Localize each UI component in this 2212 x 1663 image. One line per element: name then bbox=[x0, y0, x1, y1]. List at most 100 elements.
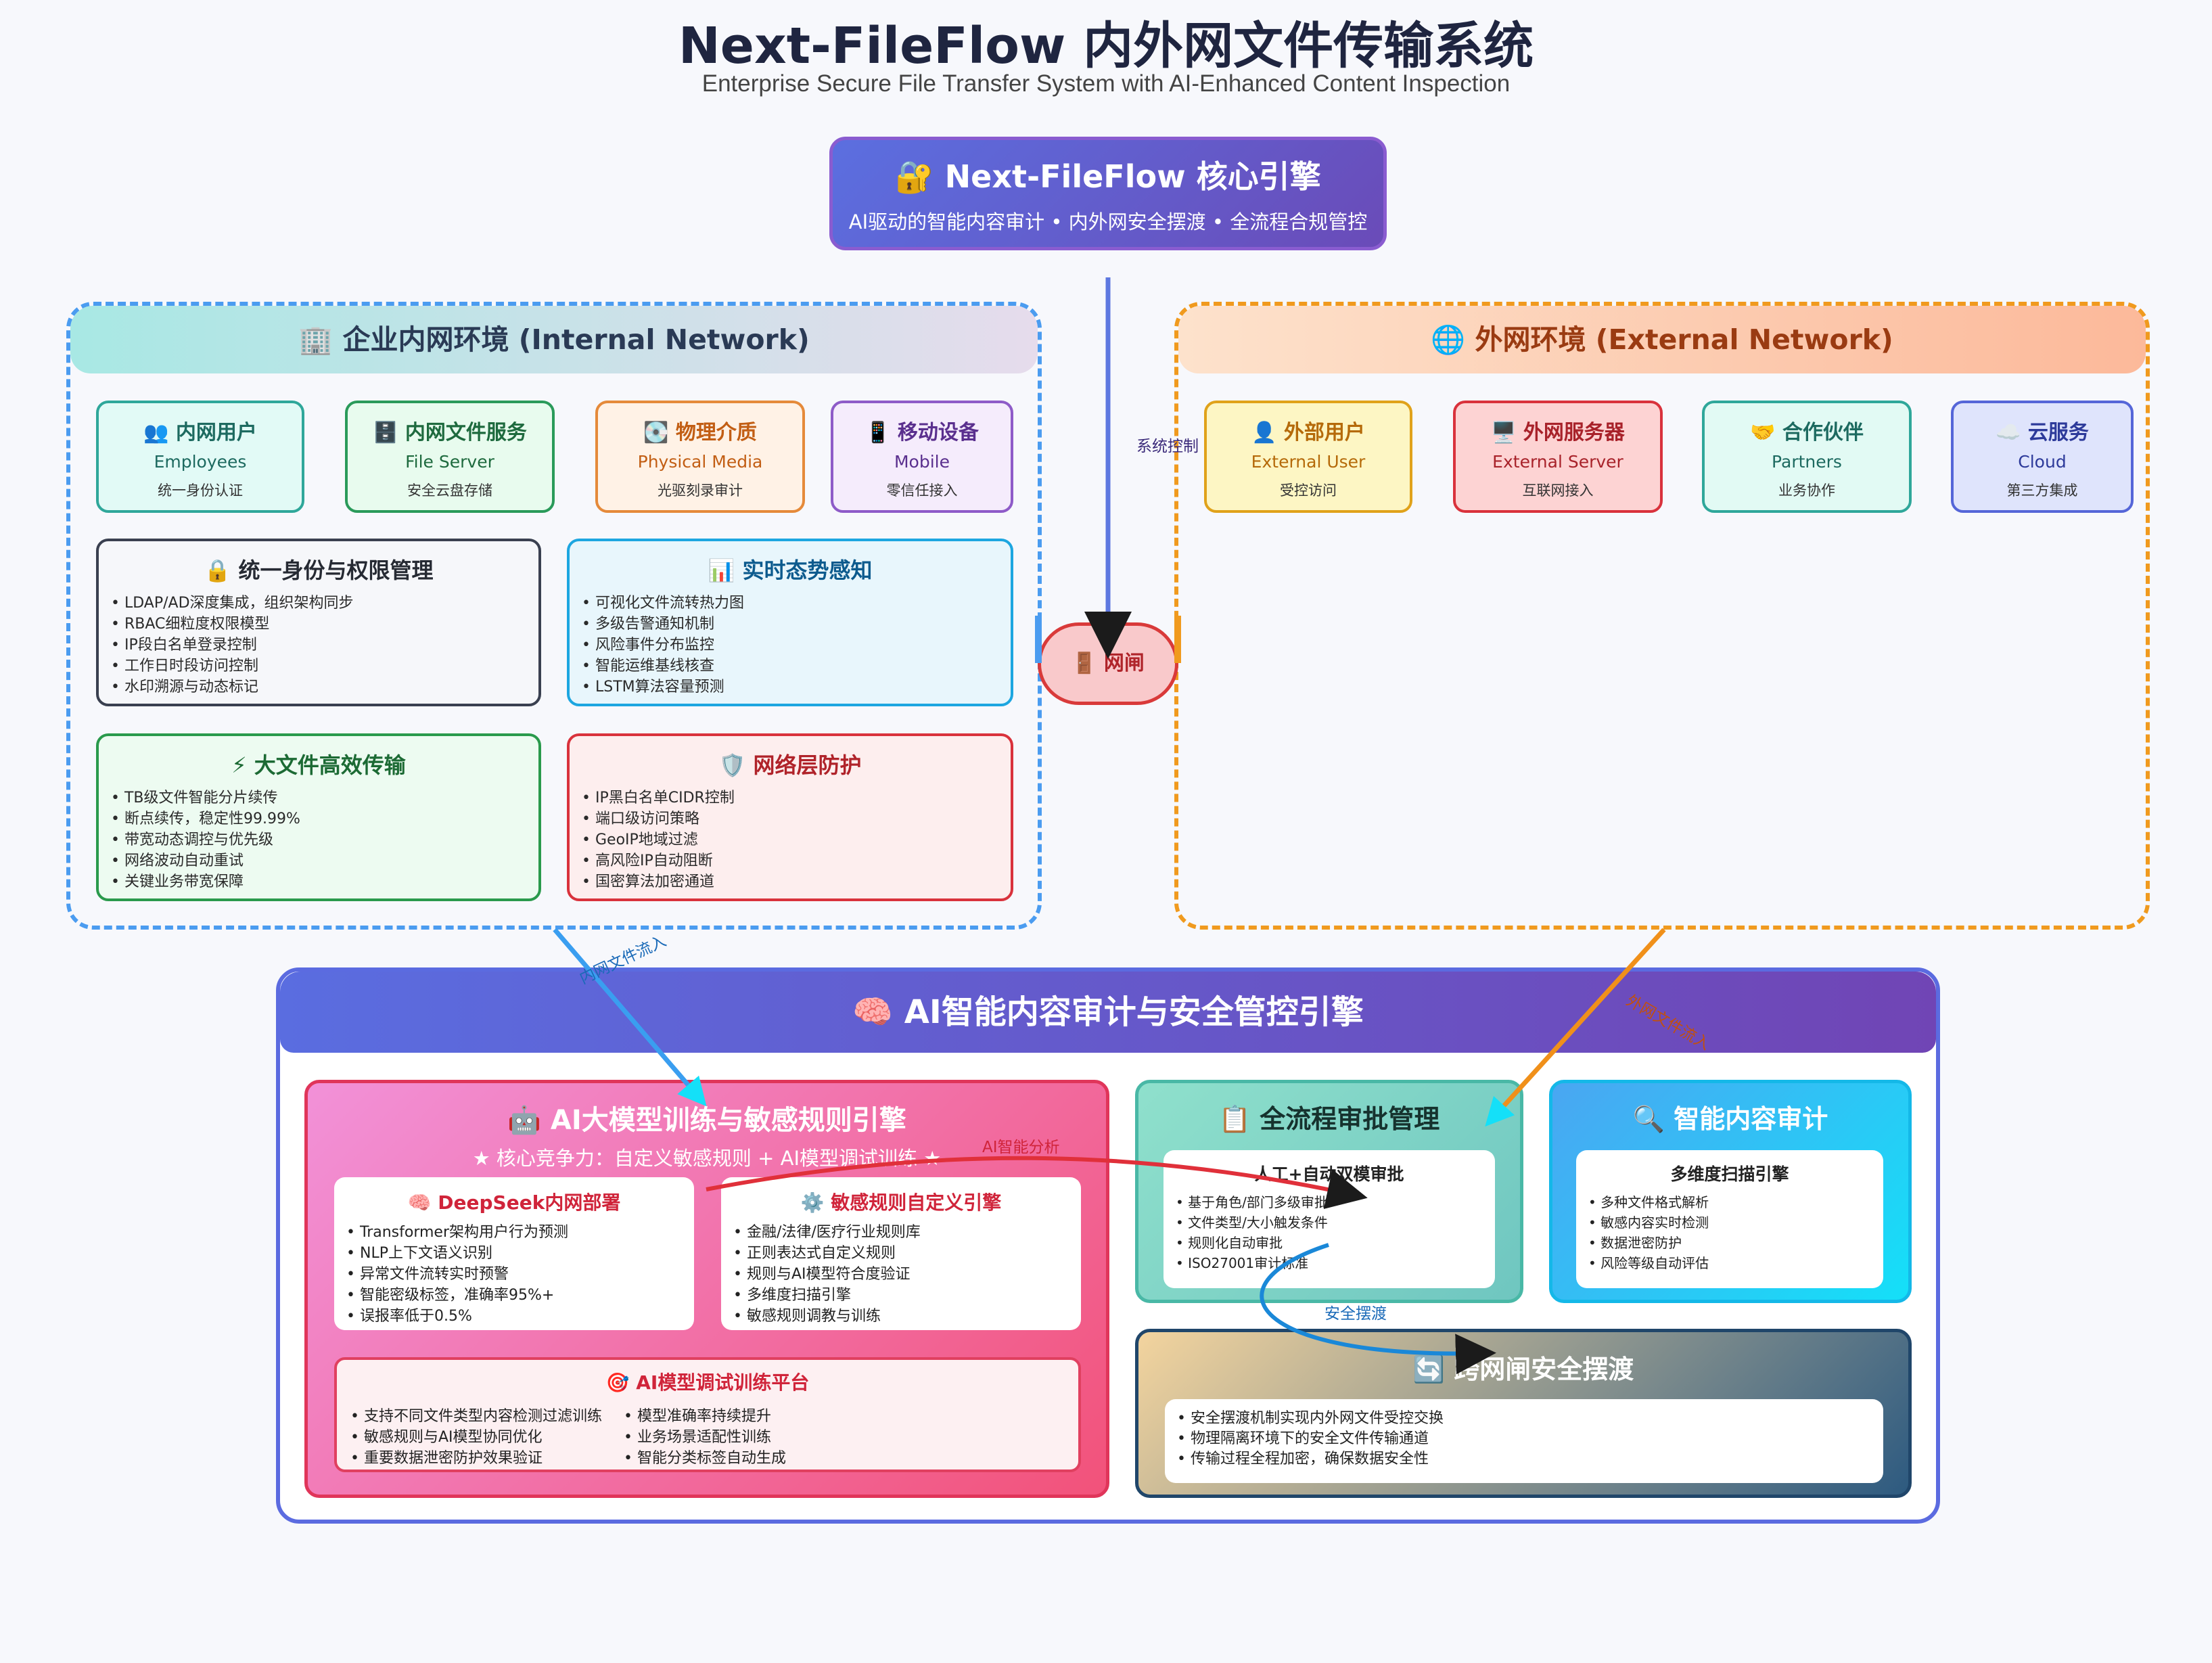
page-title: Next-FileFlow 内外网文件传输系统 bbox=[678, 17, 1534, 75]
node-en: Cloud bbox=[2018, 452, 2067, 472]
model-title: 🤖 AI大模型训练与敏感规则引擎 bbox=[507, 1105, 906, 1136]
list-item: 文件类型/大小触发条件 bbox=[1176, 1212, 1495, 1233]
list-item: 规则化自动审批 bbox=[1176, 1233, 1495, 1253]
list-item: 国密算法加密通道 bbox=[582, 871, 1011, 892]
card-list: Transformer架构用户行为预测 NLP上下文语义识别 异常文件流转实时预… bbox=[334, 1222, 694, 1327]
node-external-server[interactable]: 🖥️ 外网服务器 External Server 互联网接入 bbox=[1453, 401, 1663, 513]
list-item: 传输过程全程加密，确保数据安全性 bbox=[1177, 1449, 1883, 1470]
list-item: 多种文件格式解析 bbox=[1588, 1192, 1883, 1212]
node-desc: 受控访问 bbox=[1280, 482, 1337, 499]
internal-flow-arrow bbox=[553, 928, 707, 1107]
card-title: ⚙️ 敏感规则自定义引擎 bbox=[800, 1191, 1002, 1214]
list-item: NLP上下文语义识别 bbox=[346, 1243, 694, 1264]
list-item: 多级告警通知机制 bbox=[582, 614, 1011, 635]
audit-inner-card[interactable]: 多维度扫描引擎 多种文件格式解析 敏感内容实时检测 数据泄密防护 风险等级自动评… bbox=[1576, 1150, 1883, 1288]
list-item: 风险事件分布监控 bbox=[582, 635, 1011, 656]
list-item: 支持不同文件类型内容检测过滤训练 bbox=[350, 1406, 602, 1427]
audit-title: 🔍 智能内容审计 bbox=[1632, 1104, 1828, 1134]
node-title: 👤 外部用户 bbox=[1251, 421, 1365, 445]
external-network-title: 🌐 外网环境 (External Network) bbox=[1178, 306, 2146, 373]
list-item: 多维度扫描引擎 bbox=[733, 1285, 1081, 1306]
card-large-file-transfer[interactable]: ⚡ 大文件高效传输 TB级文件智能分片续传 断点续传，稳定性99.99% 带宽动… bbox=[96, 733, 541, 901]
card-list: 可视化文件流转热力图 多级告警通知机制 风险事件分布监控 智能运维基线核查 LS… bbox=[570, 593, 1011, 698]
ai-analysis-arrow bbox=[706, 1156, 1368, 1210]
list-item: 断点续传，稳定性99.99% bbox=[111, 808, 538, 829]
list-item: 智能密级标签，准确率95%+ bbox=[346, 1285, 694, 1306]
list-item: 高风险IP自动阻断 bbox=[582, 850, 1011, 871]
node-desc: 业务协作 bbox=[1778, 482, 1835, 499]
node-desc: 零信任接入 bbox=[886, 482, 958, 499]
node-desc: 安全云盘存储 bbox=[407, 482, 492, 499]
external-flow-arrow bbox=[1485, 928, 1666, 1127]
node-title: ☁️ 云服务 bbox=[1996, 421, 2089, 445]
node-en: File Server bbox=[405, 452, 494, 472]
card-list: 多种文件格式解析 敏感内容实时检测 数据泄密防护 风险等级自动评估 bbox=[1576, 1192, 1883, 1273]
card-title: 🔒 统一身份与权限管理 bbox=[204, 557, 434, 583]
list-item: 重要数据泄密防护效果验证 bbox=[350, 1448, 602, 1469]
node-title: 👥 内网用户 bbox=[143, 421, 257, 445]
node-en: Partners bbox=[1772, 452, 1842, 472]
card-list: IP黑白名单CIDR控制 端口级访问策略 GeoIP地域过滤 高风险IP自动阻断… bbox=[570, 788, 1011, 892]
list-item: 规则与AI模型符合度验证 bbox=[733, 1264, 1081, 1285]
card-list: 安全摆渡机制实现内外网文件受控交换 物理隔离环境下的安全文件传输通道 传输过程全… bbox=[1165, 1409, 1883, 1470]
gate-right-port bbox=[1174, 616, 1181, 663]
core-engine-subtitle: AI驱动的智能内容审计 • 内外网安全摆渡 • 全流程合规管控 bbox=[848, 210, 1368, 233]
list-item: 带宽动态调控与优先级 bbox=[111, 829, 538, 850]
internal-network-title: 🏢 企业内网环境 (Internal Network) bbox=[70, 306, 1038, 373]
node-partners[interactable]: 🤝 合作伙伴 Partners 业务协作 bbox=[1702, 401, 1912, 513]
gate-left-port bbox=[1035, 616, 1042, 663]
node-desc: 光驱刻录审计 bbox=[658, 482, 743, 499]
core-engine-title: 🔐 Next-FileFlow 核心引擎 bbox=[895, 158, 1321, 195]
node-mobile[interactable]: 📱 移动设备 Mobile 零信任接入 bbox=[831, 401, 1013, 513]
card-situation-awareness[interactable]: 📊 实时态势感知 可视化文件流转热力图 多级告警通知机制 风险事件分布监控 智能… bbox=[567, 539, 1013, 706]
list-item: 智能分类标签自动生成 bbox=[624, 1448, 786, 1469]
card-title: 🛡️ 网络层防护 bbox=[718, 752, 862, 778]
page-subtitle: Enterprise Secure File Transfer System w… bbox=[701, 70, 1511, 97]
approval-title: 📋 全流程审批管理 bbox=[1218, 1104, 1440, 1134]
node-physical-media[interactable]: 💽 物理介质 Physical Media 光驱刻录审计 bbox=[595, 401, 805, 513]
node-title: 📱 移动设备 bbox=[865, 421, 979, 445]
deepseek-card[interactable]: 🧠 DeepSeek内网部署 Transformer架构用户行为预测 NLP上下… bbox=[334, 1177, 694, 1330]
node-employees[interactable]: 👥 内网用户 Employees 统一身份认证 bbox=[96, 401, 304, 513]
list-item: 物理隔离环境下的安全文件传输通道 bbox=[1177, 1429, 1883, 1449]
node-external-user[interactable]: 👤 外部用户 External User 受控访问 bbox=[1204, 401, 1412, 513]
list-item: 网络波动自动重试 bbox=[111, 850, 538, 871]
node-title: 🤝 合作伙伴 bbox=[1750, 421, 1864, 445]
ferry-title: 🔄 跨网闸安全摆渡 bbox=[1412, 1354, 1634, 1384]
ai-analysis-label: AI智能分析 bbox=[982, 1139, 1060, 1156]
node-title: 🗄️ 内网文件服务 bbox=[373, 421, 527, 445]
card-network-protection[interactable]: 🛡️ 网络层防护 IP黑白名单CIDR控制 端口级访问策略 GeoIP地域过滤 … bbox=[567, 733, 1013, 901]
core-engine-box[interactable]: 🔐 Next-FileFlow 核心引擎 AI驱动的智能内容审计 • 内外网安全… bbox=[829, 137, 1387, 250]
card-title: 📊 实时态势感知 bbox=[708, 557, 873, 583]
sensitive-rules-card[interactable]: ⚙️ 敏感规则自定义引擎 金融/法律/医疗行业规则库 正则表达式自定义规则 规则… bbox=[721, 1177, 1081, 1330]
card-title: 多维度扫描引擎 bbox=[1670, 1164, 1789, 1184]
list-item: TB级文件智能分片续传 bbox=[111, 788, 538, 808]
list-item: 智能运维基线核查 bbox=[582, 656, 1011, 677]
card-title: 🧠 DeepSeek内网部署 bbox=[407, 1191, 621, 1214]
card-list: LDAP/AD深度集成，组织架构同步 RBAC细粒度权限模型 IP段白名单登录控… bbox=[99, 593, 538, 698]
card-identity-permission[interactable]: 🔒 统一身份与权限管理 LDAP/AD深度集成，组织架构同步 RBAC细粒度权限… bbox=[96, 539, 541, 706]
training-platform-card[interactable]: 🎯 AI模型调试训练平台 支持不同文件类型内容检测过滤训练 敏感规则与AI模型协… bbox=[334, 1357, 1081, 1472]
list-item: 可视化文件流转热力图 bbox=[582, 593, 1011, 614]
ferry-inner-card[interactable]: 安全摆渡机制实现内外网文件受控交换 物理隔离环境下的安全文件传输通道 传输过程全… bbox=[1165, 1399, 1883, 1483]
node-title: 💽 物理介质 bbox=[643, 421, 757, 445]
list-item: 业务场景适配性训练 bbox=[624, 1427, 786, 1448]
list-item: 敏感规则与AI模型协同优化 bbox=[350, 1427, 602, 1448]
card-list: 基于角色/部门多级审批 文件类型/大小触发条件 规则化自动审批 ISO27001… bbox=[1163, 1192, 1495, 1273]
ai-engine-title: 🧠 AI智能内容审计与安全管控引擎 bbox=[280, 972, 1936, 1053]
node-en: Mobile bbox=[894, 452, 950, 472]
list-item: 端口级访问策略 bbox=[582, 808, 1011, 829]
list-item: 数据泄密防护 bbox=[1588, 1233, 1883, 1253]
node-title: 🖥️ 外网服务器 bbox=[1491, 421, 1625, 445]
node-en: Physical Media bbox=[637, 452, 763, 472]
node-cloud[interactable]: ☁️ 云服务 Cloud 第三方集成 bbox=[1951, 401, 2134, 513]
list-item: 敏感规则调教与训练 bbox=[733, 1306, 1081, 1327]
card-list: 金融/法律/医疗行业规则库 正则表达式自定义规则 规则与AI模型符合度验证 多维… bbox=[721, 1222, 1081, 1327]
node-file-server[interactable]: 🗄️ 内网文件服务 File Server 安全云盘存储 bbox=[345, 401, 555, 513]
list-item: 敏感内容实时检测 bbox=[1588, 1212, 1883, 1233]
node-desc: 统一身份认证 bbox=[158, 482, 243, 499]
list-item: 工作日时段访问控制 bbox=[111, 656, 538, 677]
list-item: RBAC细粒度权限模型 bbox=[111, 614, 538, 635]
list-item: 模型准确率持续提升 bbox=[624, 1406, 786, 1427]
